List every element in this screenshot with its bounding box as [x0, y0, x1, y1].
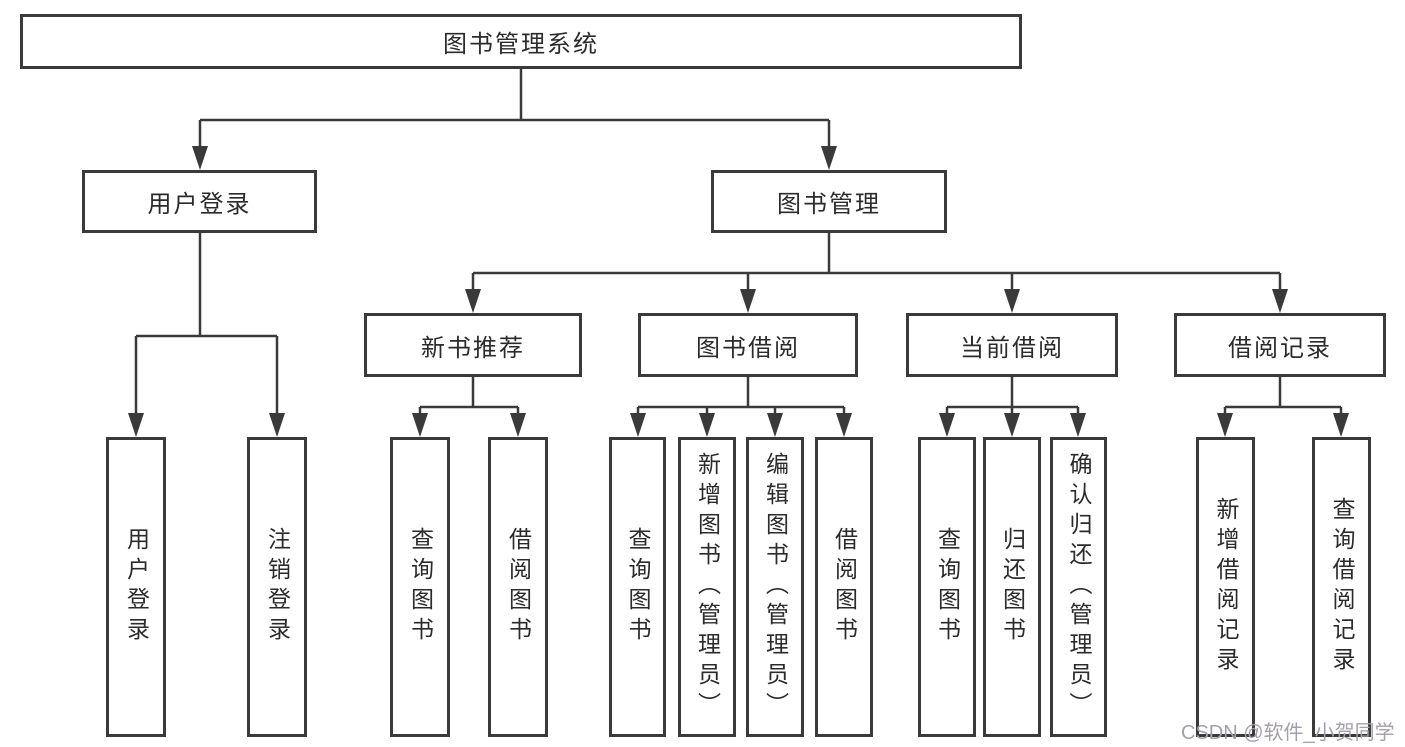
node-label: 归还图书: [999, 527, 1026, 647]
node-label: 借阅图书: [831, 527, 858, 647]
node-label: 新增图书（管理员）: [694, 452, 721, 722]
leaf-add-borrow-record: 新增借阅记录: [1196, 437, 1255, 737]
node-label: 图书管理: [777, 191, 881, 218]
node-label: 借阅记录: [1228, 334, 1332, 362]
leaf-logout: 注销登录: [247, 437, 307, 737]
node-label: 确认归还（管理员）: [1066, 452, 1092, 722]
node-current-borrowing: 当前借阅: [906, 313, 1118, 377]
leaf-query-books-current: 查询图书: [918, 437, 976, 737]
node-label: 查询图书: [407, 527, 434, 647]
node-book-borrowing: 图书借阅: [638, 313, 858, 377]
node-user-login: 用户登录: [82, 170, 317, 233]
node-borrowing-records: 借阅记录: [1174, 313, 1386, 377]
node-label: 注销登录: [264, 527, 291, 647]
node-label: 查询图书: [934, 527, 961, 647]
leaf-add-books-admin: 新增图书（管理员）: [678, 437, 736, 737]
leaf-edit-books-admin: 编辑图书（管理员）: [746, 437, 804, 737]
leaf-borrow-books-recommend: 借阅图书: [488, 437, 548, 737]
leaf-return-books: 归还图书: [983, 437, 1041, 737]
leaf-query-borrow-record: 查询借阅记录: [1312, 437, 1371, 737]
node-label: 新书推荐: [421, 334, 525, 362]
node-label: 用户登录: [147, 191, 252, 218]
node-label: 图书管理系统: [443, 31, 599, 58]
leaf-confirm-return-admin: 确认归还（管理员）: [1050, 437, 1107, 737]
node-label: 查询图书: [625, 527, 651, 647]
leaf-user-login: 用户登录: [106, 437, 166, 737]
csdn-watermark: CSDN @软件_小贺同学: [1181, 722, 1395, 744]
leaf-query-books-recommend: 查询图书: [390, 437, 450, 737]
node-new-book-recommend: 新书推荐: [364, 313, 582, 377]
node-label: 图书借阅: [696, 334, 800, 362]
leaf-borrow-books: 借阅图书: [815, 437, 873, 737]
node-label: 当前借阅: [960, 334, 1064, 362]
node-book-management-system: 图书管理系统: [20, 14, 1022, 69]
node-label: 编辑图书（管理员）: [762, 452, 789, 722]
node-label: 新增借阅记录: [1213, 497, 1239, 677]
node-label: 用户登录: [123, 527, 150, 647]
node-book-management: 图书管理: [711, 170, 947, 233]
node-label: 查询借阅记录: [1329, 497, 1355, 677]
node-label: 借阅图书: [505, 527, 532, 647]
leaf-query-books-borrow: 查询图书: [609, 437, 666, 737]
